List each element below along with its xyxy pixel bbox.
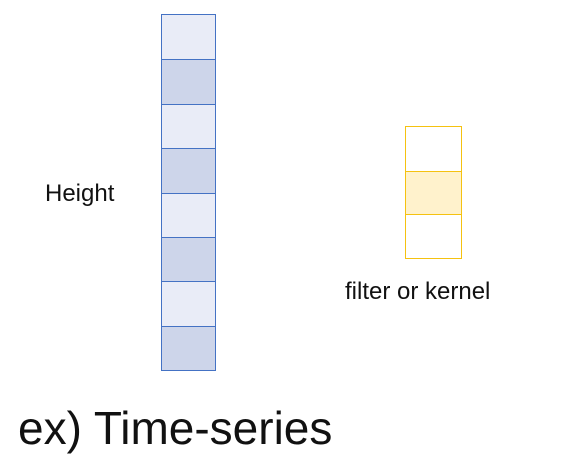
filter-cell bbox=[406, 214, 461, 258]
series-cell bbox=[162, 192, 215, 237]
caption-time-series: ex) Time-series bbox=[18, 402, 333, 454]
series-cell bbox=[162, 281, 215, 326]
series-cell bbox=[162, 325, 215, 370]
series-cell bbox=[162, 15, 215, 60]
series-cell bbox=[162, 103, 215, 149]
height-label: Height bbox=[45, 180, 115, 207]
filter-kernel-label: filter or kernel bbox=[345, 278, 491, 305]
filter-cell-highlighted bbox=[406, 170, 461, 215]
series-cell bbox=[162, 59, 215, 104]
time-series-column bbox=[161, 14, 216, 371]
filter-kernel-column bbox=[405, 126, 462, 259]
filter-cell bbox=[406, 127, 461, 171]
series-cell bbox=[162, 148, 215, 193]
series-cell bbox=[162, 236, 215, 282]
